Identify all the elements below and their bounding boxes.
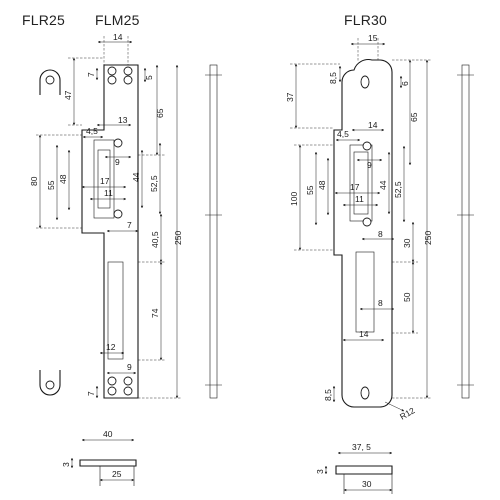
left-plate-hole — [107, 75, 117, 85]
right-dimension-labels: 15 8,5 6 37 65 250 4,5 14 9 100 55 48 52… — [285, 33, 433, 489]
dim-left-55: 55 — [46, 180, 56, 190]
left-plate-drawing — [36, 36, 222, 486]
left-plate-hole — [123, 66, 133, 76]
left-plate-lock-slot-inner — [97, 149, 111, 209]
left-plate-lock-slot — [93, 139, 115, 219]
header-flm25: FLM25 — [95, 12, 140, 28]
dim-right-55: 55 — [305, 185, 315, 195]
left-plate-hole — [113, 209, 123, 219]
dim-left-48: 48 — [58, 174, 68, 184]
dim-left-4-5: 4,5 — [86, 126, 98, 136]
dim-right-30-bottom: 30 — [362, 479, 372, 489]
right-plate-hole — [362, 217, 372, 227]
right-plate-bolt-slot — [355, 251, 375, 333]
right-profile-section — [335, 465, 393, 475]
dim-left-13: 13 — [118, 115, 128, 125]
dim-right-8-5-top: 8,5 — [328, 72, 338, 84]
right-plate-outline — [333, 59, 393, 408]
dim-right-8-5-bottom: 8,5 — [323, 389, 333, 401]
dim-left-top-offset: 7 — [86, 72, 96, 77]
left-plate-hole — [107, 66, 117, 76]
dim-right-3: 3 — [315, 469, 325, 474]
left-plate-hole — [113, 138, 123, 148]
right-plate-drawing — [290, 38, 474, 494]
dim-right-52-5: 52,5 — [393, 181, 403, 198]
dim-left-25: 25 — [112, 469, 122, 479]
dim-right-8b: 8 — [378, 298, 383, 308]
dim-left-65: 65 — [155, 108, 165, 118]
dim-right-14-bottom: 14 — [359, 329, 369, 339]
dim-right-17: 17 — [350, 182, 360, 192]
dim-left-edge-offset: 5 — [144, 75, 154, 80]
left-plate-side-view — [209, 64, 218, 399]
dim-left-9: 9 — [115, 157, 120, 167]
dim-left-bottom-7: 7 — [86, 391, 96, 396]
left-plate-bolt-slot — [107, 261, 124, 360]
left-plate-hole — [123, 376, 133, 386]
dim-right-9: 9 — [367, 160, 372, 170]
right-plate-lock-slot-inner — [353, 151, 369, 215]
left-plate-round-end-top — [39, 69, 61, 95]
header-flr30: FLR30 — [344, 12, 388, 28]
dim-right-37: 37 — [285, 92, 295, 102]
right-plate-lock-slot — [349, 144, 373, 222]
dim-left-17: 17 — [100, 176, 110, 186]
dim-right-14: 14 — [368, 120, 378, 130]
dim-right-100: 100 — [289, 192, 299, 206]
dim-right-4-5: 4,5 — [337, 129, 349, 139]
dim-left-47: 47 — [63, 90, 73, 100]
dim-right-44: 44 — [378, 180, 388, 190]
left-plate-hole — [123, 75, 133, 85]
right-plate-side-view — [461, 64, 470, 399]
dim-right-30: 30 — [402, 238, 412, 248]
dim-right-250: 250 — [423, 231, 433, 245]
dim-right-65: 65 — [409, 112, 419, 122]
dim-left-250: 250 — [173, 231, 183, 245]
dim-right-8a: 8 — [378, 229, 383, 239]
dim-right-6: 6 — [400, 81, 410, 86]
left-plate-outline — [81, 64, 139, 399]
dim-left-52-5: 52,5 — [149, 175, 159, 192]
dim-left-3: 3 — [61, 462, 71, 467]
right-plate-hole — [360, 75, 370, 89]
dim-left-40: 40 — [103, 429, 113, 439]
left-plate-hole — [123, 386, 133, 396]
dim-right-50: 50 — [402, 292, 412, 302]
right-plate-hole — [360, 386, 370, 400]
left-profile-section — [79, 459, 137, 467]
left-plate-hole — [107, 376, 117, 386]
dim-right-48: 48 — [317, 180, 327, 190]
dim-right-top-width: 15 — [368, 33, 378, 43]
dim-left-12: 12 — [106, 342, 116, 352]
dim-left-top-width: 14 — [113, 32, 123, 42]
right-plate-hole — [362, 141, 372, 151]
left-plate-round-end-bottom — [39, 370, 61, 396]
dim-right-11: 11 — [355, 194, 364, 204]
dim-right-r12: R12 — [398, 405, 417, 422]
dim-left-7: 7 — [127, 220, 132, 230]
dim-left-44: 44 — [131, 172, 141, 182]
dim-left-bottom-9: 9 — [127, 362, 132, 372]
dim-left-40-5: 40,5 — [150, 231, 160, 248]
dim-left-74: 74 — [150, 308, 160, 318]
left-round-end-hole — [45, 75, 55, 85]
left-dimension-labels: 14 7 5 47 65 250 13 4,5 80 55 48 9 52,5 … — [29, 32, 183, 479]
header-flr25: FLR25 — [22, 12, 66, 28]
left-round-end-hole — [45, 380, 55, 390]
dim-left-80: 80 — [29, 176, 39, 186]
dim-left-11: 11 — [104, 188, 113, 198]
dim-right-37-5: 37, 5 — [352, 442, 371, 452]
left-plate-hole — [107, 386, 117, 396]
